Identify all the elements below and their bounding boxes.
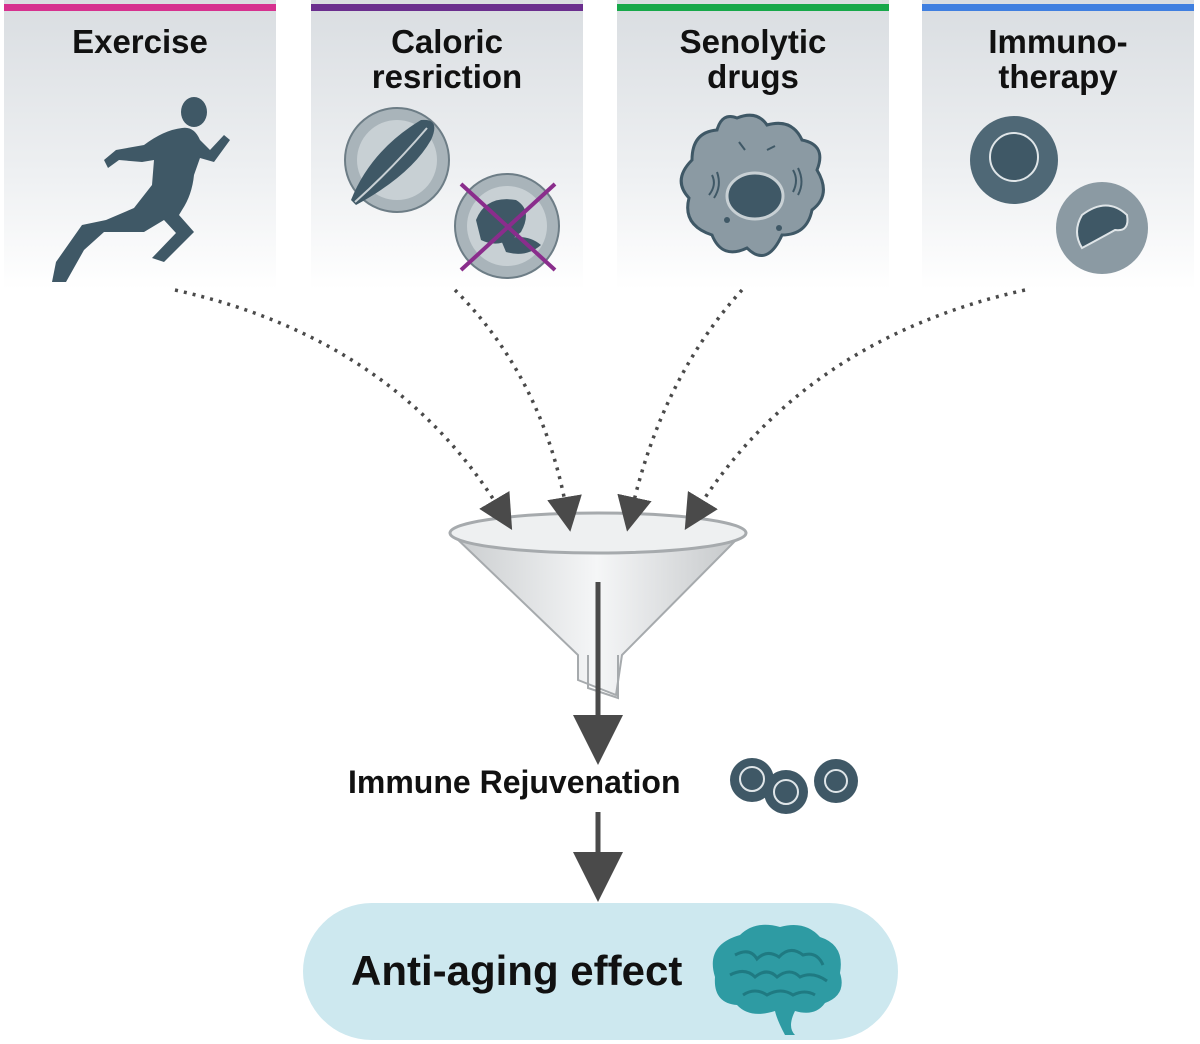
immune-cells-icon	[970, 116, 1148, 274]
panel-immunotherapy: Immuno- therapy	[922, 0, 1194, 290]
dotted-arrow-senolytic	[617, 288, 744, 532]
immune-rejuvenation-label: Immune Rejuvenation	[348, 764, 681, 800]
panel-title: Senolytic drugs	[679, 23, 827, 95]
senescent-cell-icon	[679, 113, 825, 258]
panel-color-bar	[922, 4, 1194, 11]
panel-caloric-restriction: Caloric resriction	[311, 0, 583, 290]
panel-title: Caloric resriction	[371, 23, 523, 95]
anti-aging-effect-label: Anti-aging effect	[351, 947, 683, 994]
dotted-arrow-caloric	[453, 288, 582, 532]
panel-title: Immuno- therapy	[988, 23, 1128, 95]
panel-color-bar	[617, 4, 889, 11]
panel-exercise: Exercise	[4, 0, 276, 290]
runner-icon	[52, 97, 230, 282]
panel-senolytic-drugs: Senolytic drugs	[617, 0, 889, 290]
anti-aging-effect-box: Anti-aging effect	[303, 903, 898, 1040]
panel-color-bar	[311, 4, 583, 11]
dotted-arrow-exercise	[174, 288, 513, 531]
panel-title: Exercise	[72, 23, 208, 60]
panel-color-bar	[4, 4, 276, 11]
salad-plate-no-bread-icon	[344, 107, 560, 279]
brain-icon	[712, 924, 842, 1035]
dotted-arrow-immunotherapy	[684, 288, 1026, 530]
immune-cells-cluster-icon	[730, 758, 858, 814]
